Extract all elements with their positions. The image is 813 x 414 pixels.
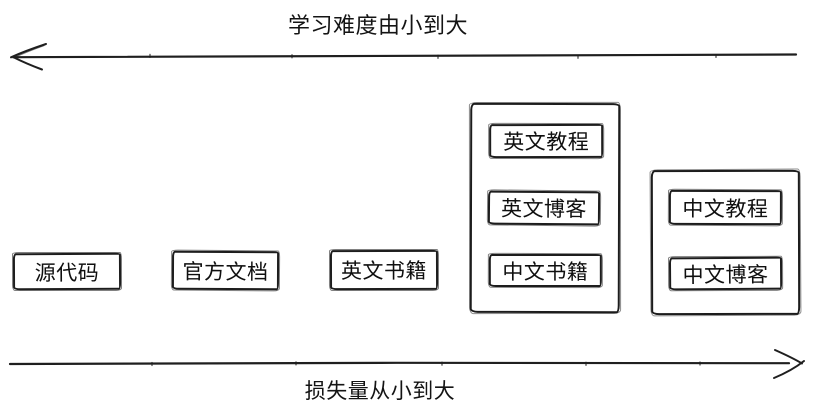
box-source-code: 源代码: [12, 252, 122, 291]
box-chinese-tutorials-label: 中文教程: [682, 197, 769, 221]
box-chinese-blogs: 中文博客: [668, 256, 783, 291]
group-english-and-chinese-books: 英文教程 英文博客 中文书籍: [469, 102, 621, 314]
box-chinese-books: 中文书籍: [488, 253, 602, 288]
box-source-code-label: 源代码: [34, 261, 100, 285]
box-chinese-books-label: 中文书籍: [502, 260, 589, 284]
box-chinese-blogs-label: 中文博客: [682, 263, 769, 287]
left-arrow-icon: [10, 43, 798, 71]
right-arrow-icon: [8, 349, 805, 379]
box-english-books: 英文书籍: [329, 249, 439, 291]
bottom-axis-label: 损失量从小到大: [304, 380, 456, 403]
box-chinese-tutorials: 中文教程: [668, 189, 782, 226]
box-official-docs-label: 官方文档: [182, 260, 269, 284]
top-axis-label: 学习难度由小到大: [287, 13, 468, 38]
box-english-tutorials-label: 英文教程: [503, 130, 590, 155]
box-english-blogs: 英文博客: [487, 190, 601, 226]
box-english-tutorials: 英文教程: [489, 123, 604, 159]
box-english-blogs-label: 英文博客: [500, 197, 588, 222]
box-official-docs: 官方文档: [171, 250, 280, 291]
group-chinese-tutorials-blogs: 中文教程 中文博客: [650, 169, 801, 316]
box-english-books-label: 英文书籍: [340, 259, 428, 284]
